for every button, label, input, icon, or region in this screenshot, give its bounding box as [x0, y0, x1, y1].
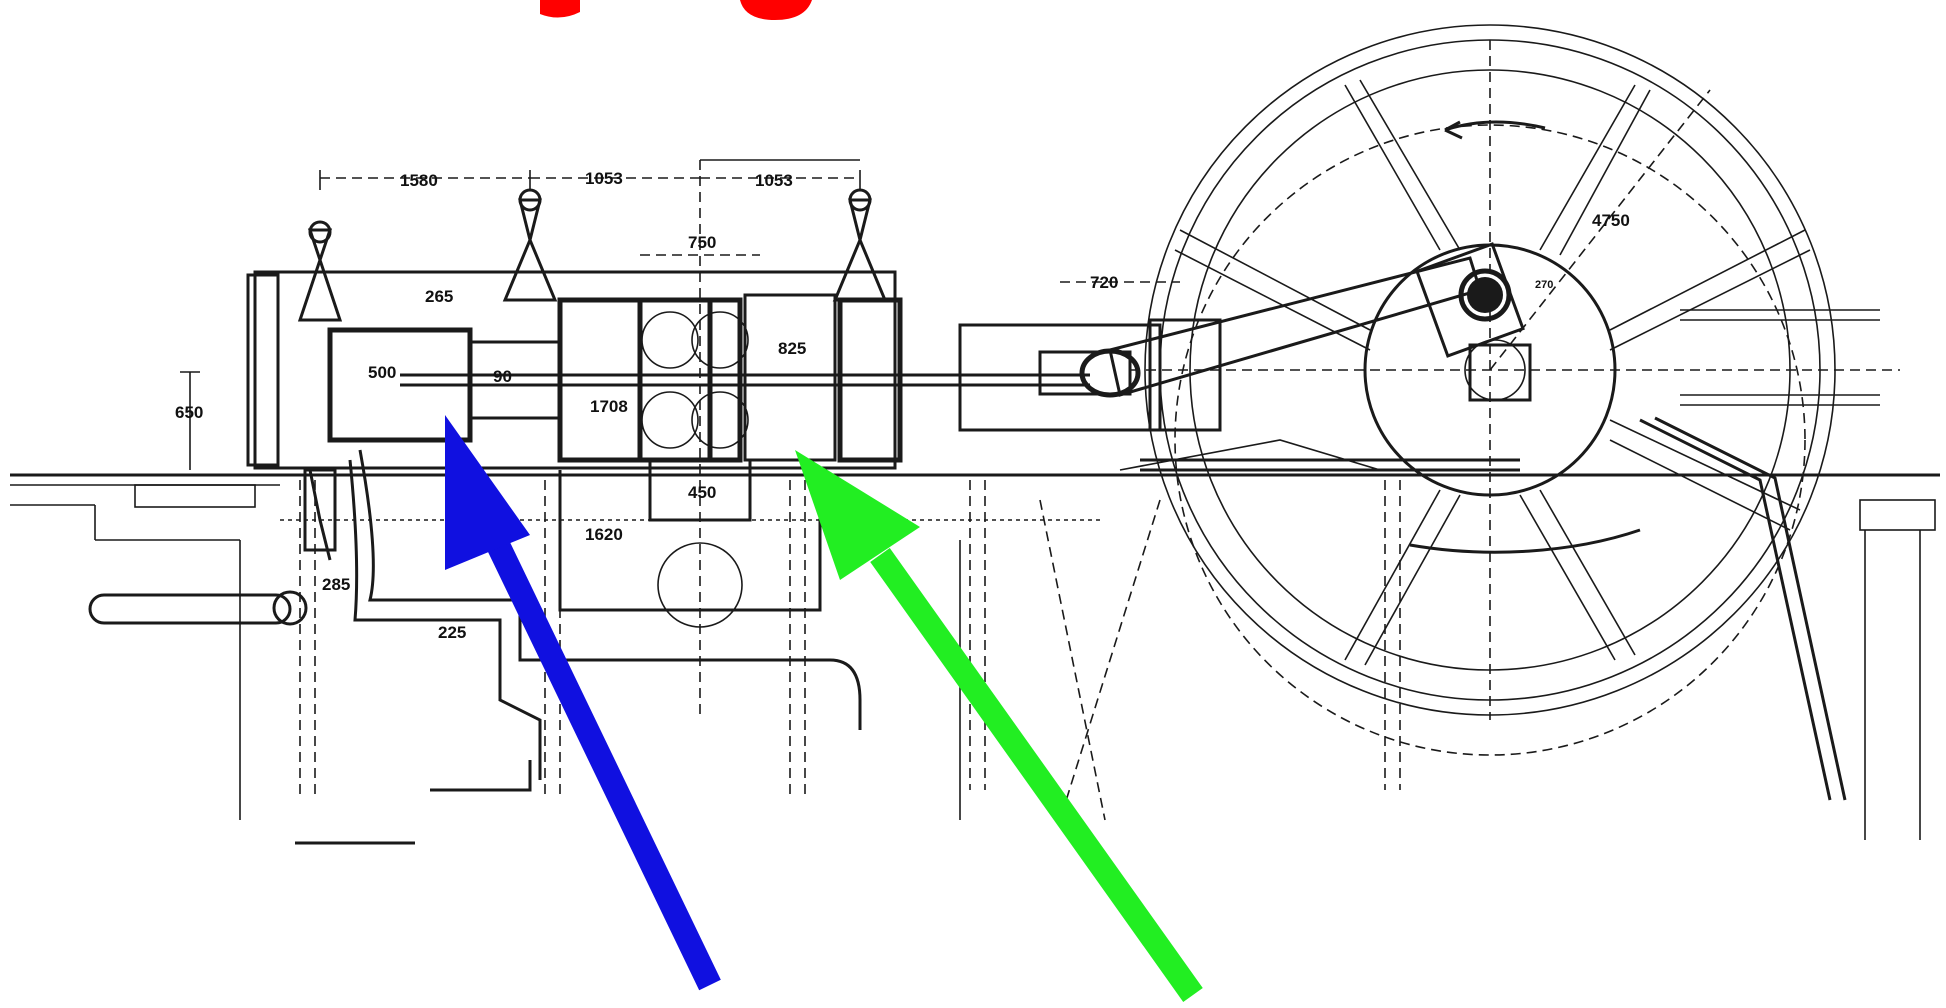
pipes: [88, 449, 862, 792]
dim-1053-left: 1053: [585, 169, 623, 188]
dim-90: 90: [493, 367, 512, 386]
dim-825: 825: [778, 339, 806, 358]
green-arrow: [795, 450, 1203, 1002]
cylinder-block: [246, 270, 1222, 470]
dim-1053-right: 1053: [755, 171, 793, 190]
dim-1708: 1708: [590, 397, 628, 416]
dimension-labels: 1580 1053 1053 750 265 500 90 650 1708 8…: [175, 169, 1630, 642]
dim-450: 450: [688, 483, 716, 502]
dim-750: 750: [688, 233, 716, 252]
crosshead-and-rod: [958, 256, 1520, 472]
dim-650: 650: [175, 403, 203, 422]
dim-720: 720: [1090, 273, 1118, 292]
title-fragment: [540, 0, 812, 20]
dim-225: 225: [438, 623, 466, 642]
dim-270: 270: [1535, 279, 1553, 291]
dim-265: 265: [425, 287, 453, 306]
dim-285: 285: [322, 575, 350, 594]
blue-arrow: [445, 415, 721, 991]
dim-1620: 1620: [585, 525, 623, 544]
valve-towers: [297, 188, 888, 561]
flywheel: [1130, 24, 1900, 801]
dim-500: 500: [368, 363, 396, 382]
dim-4750: 4750: [1592, 211, 1630, 230]
dim-1580: 1580: [400, 171, 438, 190]
